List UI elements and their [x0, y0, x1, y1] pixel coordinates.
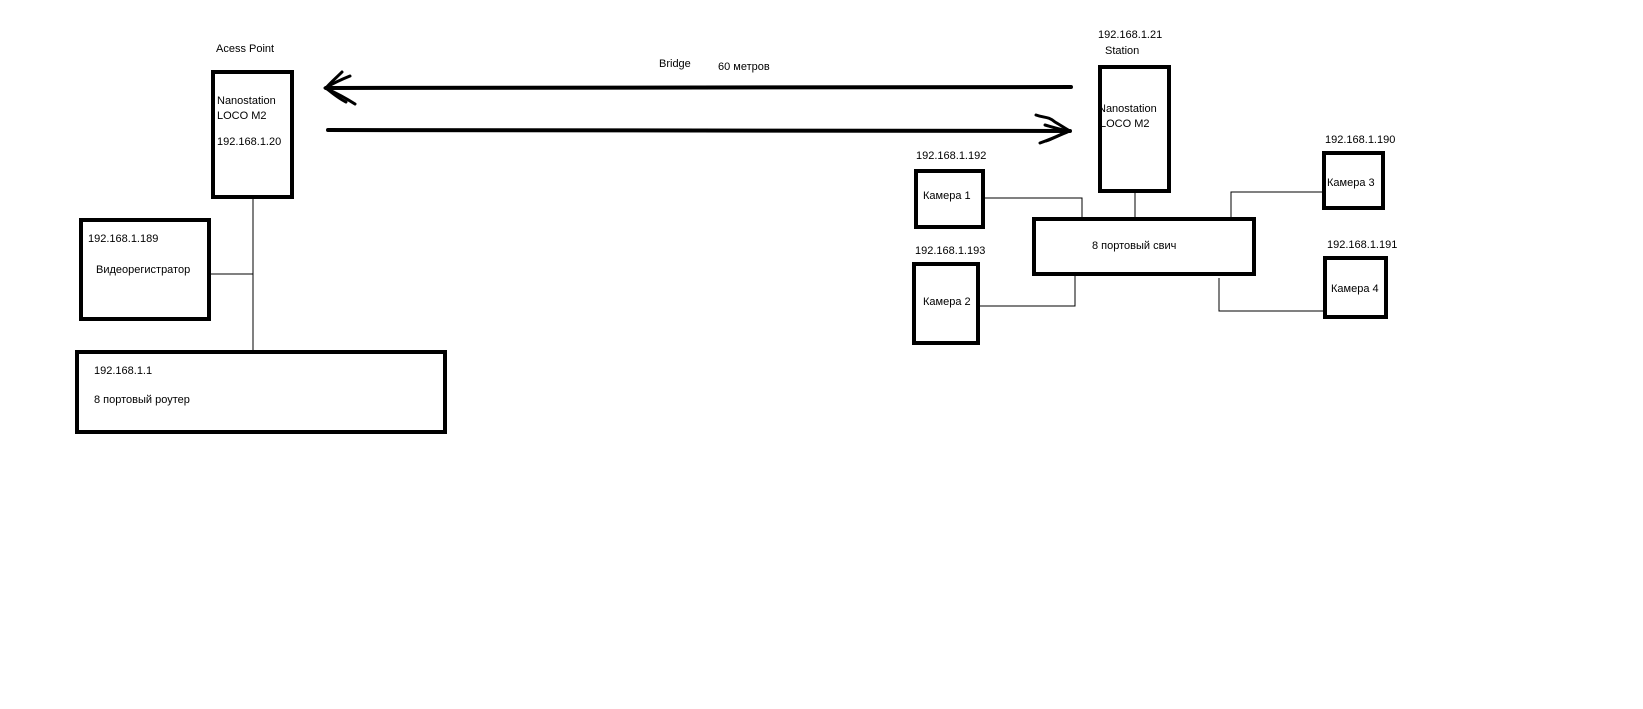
cam1-box: [914, 169, 985, 229]
cam2-wire: [978, 274, 1076, 307]
cam4-name-label: Камера 4: [1331, 283, 1379, 295]
ap-device-name-line1: Nanostation: [217, 95, 276, 107]
router-name-label: 8 портовый роутер: [94, 394, 190, 406]
station-device-name-line2: LOCO M2: [1100, 118, 1150, 130]
router-ip-label: 192.168.1.1: [94, 365, 152, 377]
dvr-name-label: Видеорегистратор: [96, 264, 190, 276]
cam2-box: [912, 262, 980, 345]
cam1-ip-label: 192.168.1.192: [916, 150, 986, 162]
switch-box: [1032, 217, 1256, 276]
distance-label: 60 метров: [718, 61, 770, 73]
station-ip-label: 192.168.1.21: [1098, 29, 1162, 41]
cam4-ip-label: 192.168.1.191: [1327, 239, 1397, 251]
ap-nanostation-box: [211, 70, 294, 199]
switch-name-label: 8 портовый свич: [1092, 240, 1176, 252]
cam4-wire: [1218, 278, 1325, 312]
cam3-ip-label: 192.168.1.190: [1325, 134, 1395, 146]
station-device-name-line1: Nanostation: [1098, 103, 1157, 115]
cam3-name-label: Камера 3: [1327, 177, 1375, 189]
link-arrow-to-ap: [324, 85, 1073, 90]
dvr-ip-label: 192.168.1.189: [88, 233, 158, 245]
cam1-name-label: Камера 1: [923, 190, 971, 202]
link-arrow-to-station: [326, 128, 1072, 133]
ap-role-label: Acess Point: [216, 43, 274, 55]
cam3-box: [1322, 151, 1385, 210]
arrowhead-left-stroke-icon: [324, 70, 348, 104]
dvr-box: [79, 218, 211, 321]
ap-device-name-line2: LOCO M2: [217, 110, 267, 122]
arrowhead-right-stroke-icon: [1043, 123, 1070, 143]
cam4-box: [1323, 256, 1388, 319]
station-role-label: Station: [1105, 45, 1139, 57]
cam1-wire: [983, 197, 1083, 219]
router-box: [75, 350, 447, 434]
cam2-name-label: Камера 2: [923, 296, 971, 308]
bridge-label: Bridge: [659, 58, 691, 70]
cam3-wire: [1230, 191, 1324, 219]
ap-ip-label: 192.168.1.20: [217, 136, 281, 148]
cam2-ip-label: 192.168.1.193: [915, 245, 985, 257]
